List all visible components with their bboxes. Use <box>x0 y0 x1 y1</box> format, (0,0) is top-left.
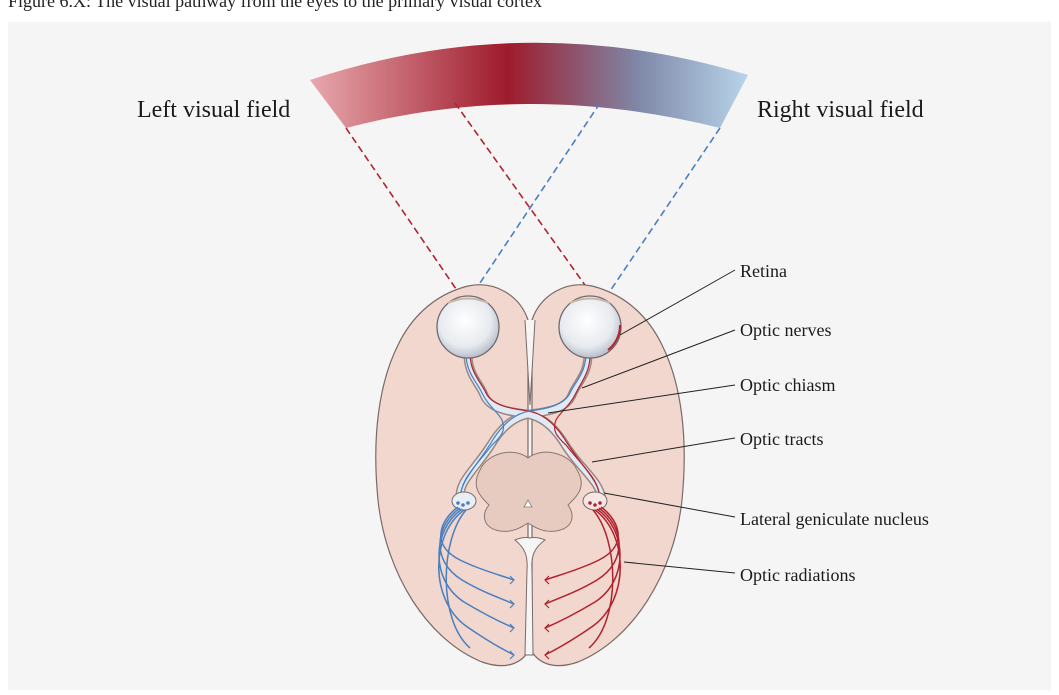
right-eye <box>559 296 621 358</box>
callout-optic-chiasm: Optic chiasm <box>740 376 835 394</box>
brain <box>376 285 684 666</box>
callout-retina: Retina <box>740 262 787 280</box>
left-lgn <box>452 492 476 510</box>
callout-lateral-geniculate-nucleus: Lateral geniculate nucleus <box>740 510 929 528</box>
callout-optic-tracts: Optic tracts <box>740 430 823 448</box>
left-eye <box>437 296 499 358</box>
sight-lines <box>346 103 720 343</box>
callout-optic-radiations: Optic radiations <box>740 566 855 584</box>
right-lgn <box>583 492 607 510</box>
visual-field-arc <box>310 43 748 128</box>
midbrain <box>476 452 581 531</box>
left-visual-field-label: Left visual field <box>137 98 290 122</box>
leader-retina <box>620 270 735 335</box>
callout-optic-nerves: Optic nerves <box>740 321 831 339</box>
right-visual-field-label: Right visual field <box>757 98 924 122</box>
